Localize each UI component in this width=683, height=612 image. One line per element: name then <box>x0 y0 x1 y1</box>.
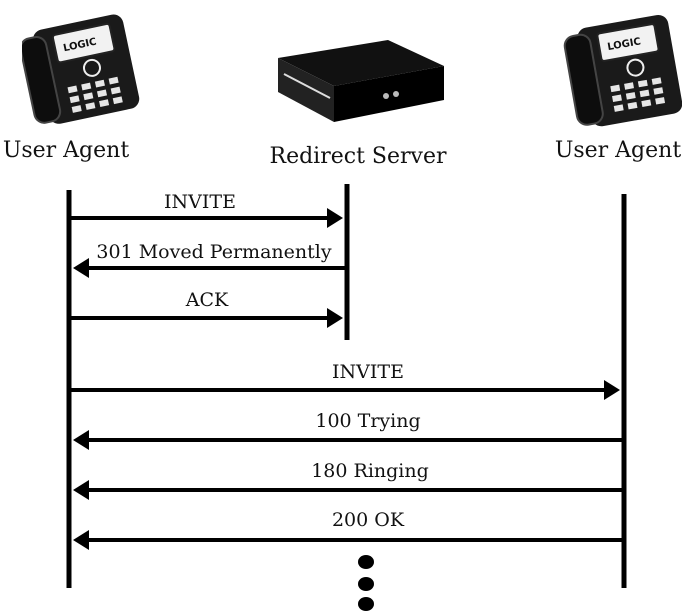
entity-label-user-agent-left: User Agent <box>2 138 130 163</box>
message-invite-to-server: INVITE <box>69 191 343 228</box>
message-label: 100 Trying <box>315 410 420 432</box>
entity-label-redirect-server: Redirect Server <box>269 144 447 169</box>
message-label: INVITE <box>332 361 404 383</box>
message-100-trying: 100 Trying <box>73 410 624 450</box>
message-label: 180 Ringing <box>311 460 429 482</box>
message-ack: ACK <box>69 289 343 328</box>
message-301-moved-permanently: 301 Moved Permanently <box>73 241 347 278</box>
entity-label-user-agent-right: User Agent <box>554 138 682 163</box>
desk-phone-icon: LOGIC <box>563 14 682 127</box>
server-box-icon <box>278 40 444 122</box>
message-label: 200 OK <box>332 509 405 531</box>
message-invite-to-user-agent: INVITE <box>69 361 620 400</box>
continuation-dots <box>358 555 374 611</box>
message-200-ok: 200 OK <box>73 509 624 550</box>
desk-phone-icon: LOGIC <box>22 14 140 124</box>
message-label: ACK <box>185 289 229 311</box>
message-label: INVITE <box>164 191 236 213</box>
message-180-ringing: 180 Ringing <box>73 460 624 500</box>
message-label: 301 Moved Permanently <box>96 241 331 263</box>
